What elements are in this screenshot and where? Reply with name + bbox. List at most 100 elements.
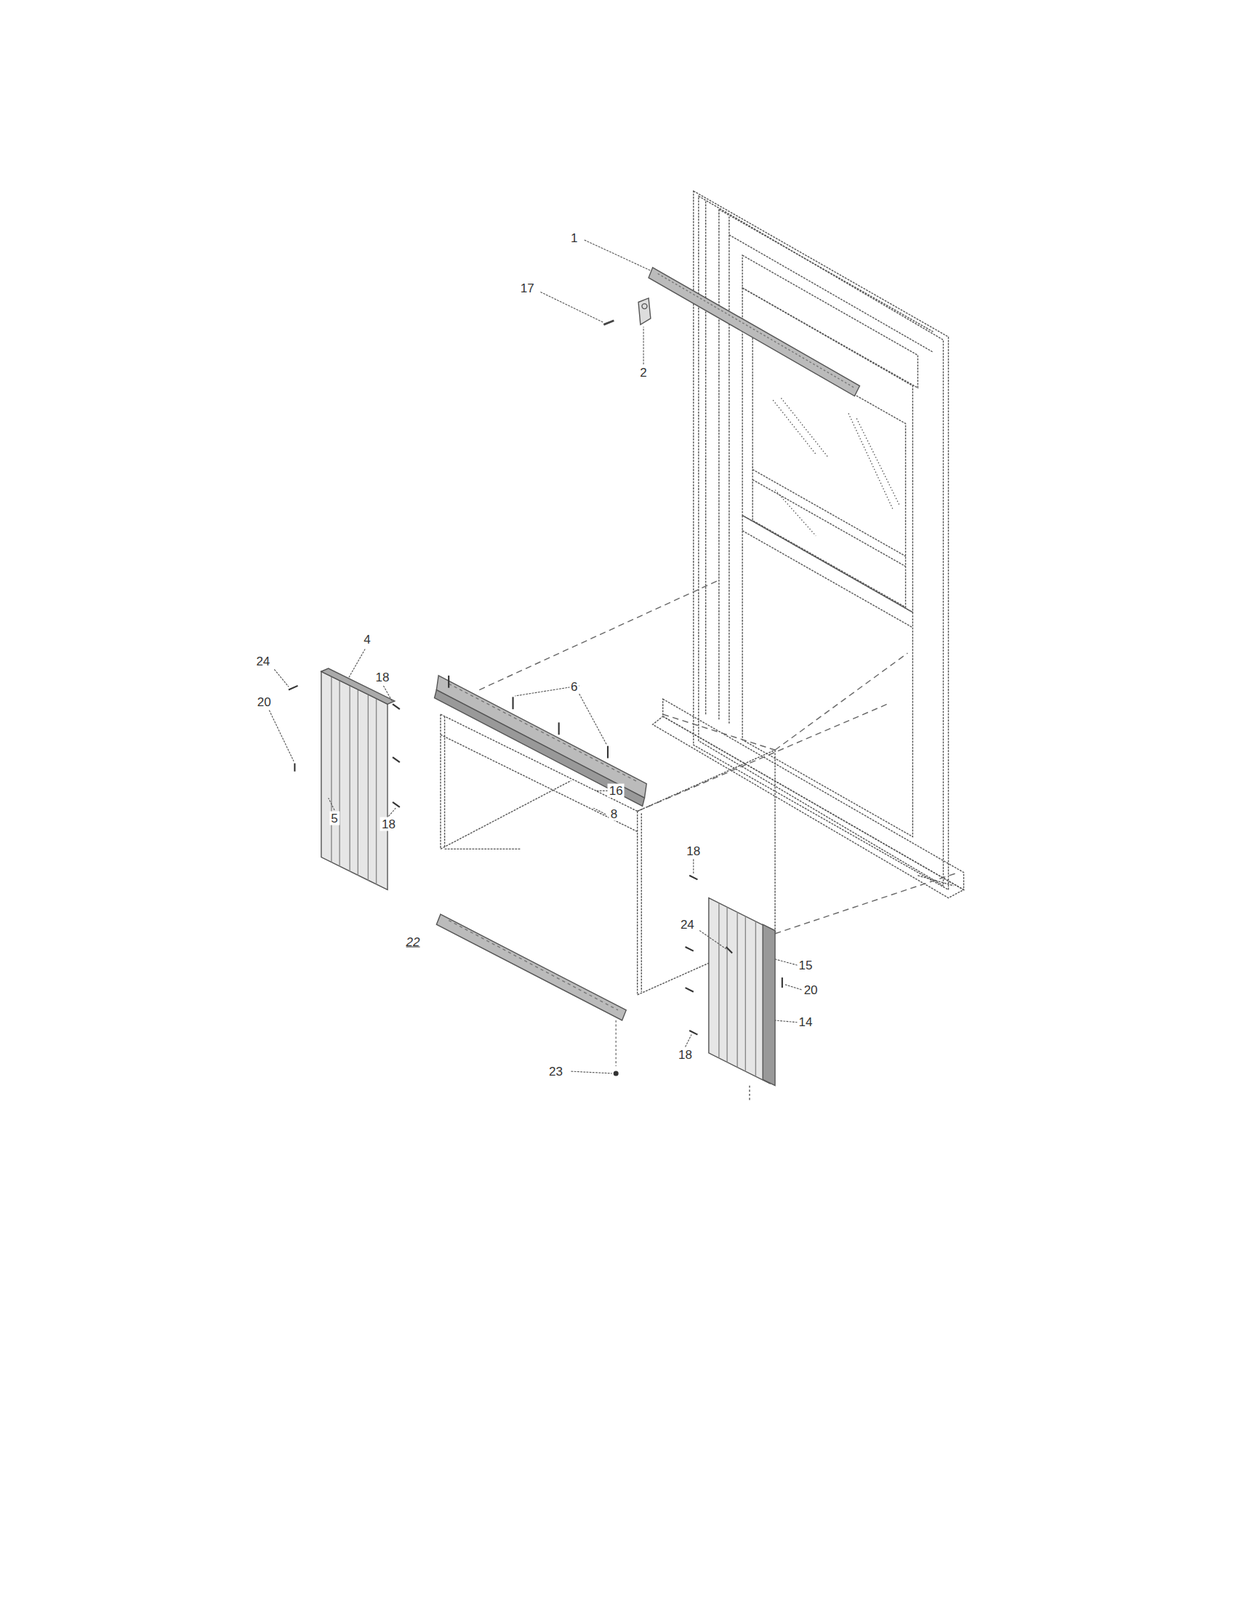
art-stroke xyxy=(755,921,757,1077)
art-stroke xyxy=(584,239,651,271)
top-rail-part xyxy=(603,267,860,397)
art-stroke xyxy=(558,721,560,735)
art-stroke xyxy=(331,676,377,885)
top-rail-6 xyxy=(434,675,648,807)
bottom-rail-22 xyxy=(436,913,626,1076)
callout-number: 20 xyxy=(802,982,820,997)
callout-number: 24 xyxy=(254,653,272,668)
callout-number: 23 xyxy=(547,1063,565,1078)
art-stroke xyxy=(479,579,720,690)
leader-lines xyxy=(269,239,802,1074)
art-stroke xyxy=(663,698,965,890)
callout-number: 15 xyxy=(797,957,815,972)
art-stroke xyxy=(388,807,396,816)
art-stroke xyxy=(448,920,618,1010)
left-side-panel xyxy=(288,668,400,890)
art-stroke xyxy=(436,913,626,1021)
callout-number: 18 xyxy=(380,817,397,832)
callout-number: 2 xyxy=(638,364,648,379)
art-stroke xyxy=(447,675,450,688)
art-stroke xyxy=(603,320,614,325)
art-stroke xyxy=(440,780,572,849)
callout-number: 6 xyxy=(569,679,579,693)
art-stroke xyxy=(615,1020,616,1066)
art-stroke xyxy=(434,689,645,807)
art-stroke xyxy=(742,515,913,837)
art-stroke xyxy=(775,958,798,965)
art-stroke xyxy=(643,326,645,365)
art-stroke xyxy=(762,924,776,1086)
art-stroke xyxy=(636,810,638,994)
art-stroke xyxy=(692,858,694,874)
art-stroke xyxy=(685,1034,692,1047)
art-stroke xyxy=(848,412,894,510)
art-stroke xyxy=(742,530,913,628)
art-stroke xyxy=(511,696,514,709)
art-stroke xyxy=(444,848,521,850)
art-stroke xyxy=(392,703,400,709)
right-side-panel xyxy=(685,875,783,1102)
callout-number: 5 xyxy=(329,810,339,825)
art-stroke xyxy=(288,685,299,690)
art-stroke xyxy=(780,397,829,457)
art-stroke xyxy=(641,812,642,991)
art-stroke xyxy=(607,745,609,759)
art-stroke xyxy=(348,685,350,872)
callout-number: 1 xyxy=(569,230,579,245)
callout-number: 14 xyxy=(797,1014,815,1029)
callout-number: 18 xyxy=(374,670,392,685)
callout-number: 20 xyxy=(255,695,273,709)
art-stroke xyxy=(685,875,783,1035)
art-stroke xyxy=(338,680,340,866)
art-stroke xyxy=(693,191,949,890)
art-stroke xyxy=(652,716,965,898)
art-stroke xyxy=(726,906,728,1062)
art-stroke xyxy=(663,713,776,750)
art-stroke xyxy=(448,683,637,782)
art-stroke xyxy=(593,807,606,814)
art-stroke xyxy=(718,209,720,720)
art-stroke xyxy=(579,693,608,745)
art-stroke xyxy=(392,756,400,762)
art-stroke xyxy=(775,1020,798,1023)
art-stroke xyxy=(321,668,395,704)
callout-number: 4 xyxy=(362,632,372,647)
art-stroke xyxy=(689,875,698,880)
art-stroke xyxy=(383,685,393,702)
art-stroke xyxy=(321,671,388,890)
art-stroke xyxy=(742,255,918,388)
art-stroke xyxy=(785,984,802,990)
art-stroke xyxy=(775,872,959,934)
art-stroke xyxy=(752,469,906,557)
art-stroke xyxy=(698,196,944,886)
art-stroke xyxy=(745,916,746,1071)
art-stroke xyxy=(726,946,733,953)
art-stroke xyxy=(685,987,694,992)
art-stroke xyxy=(448,675,608,759)
art-stroke xyxy=(699,930,726,949)
art-stroke xyxy=(269,710,294,762)
callout-number: 22 xyxy=(404,934,422,949)
art-stroke xyxy=(708,897,770,1084)
art-stroke xyxy=(775,652,908,750)
art-stroke xyxy=(638,298,651,325)
art-stroke xyxy=(685,946,694,951)
art-stroke xyxy=(648,267,860,397)
callout-number: 8 xyxy=(609,807,619,821)
art-stroke xyxy=(752,479,906,567)
art-stroke xyxy=(274,668,289,687)
art-stroke xyxy=(856,418,900,505)
art-stroke xyxy=(293,763,296,772)
art-stroke xyxy=(392,801,400,808)
callout-number: 18 xyxy=(684,843,702,858)
art-stroke xyxy=(748,1085,750,1102)
art-stroke xyxy=(637,749,776,811)
art-stroke xyxy=(728,216,730,725)
art-stroke xyxy=(330,676,332,862)
art-stroke xyxy=(357,689,359,876)
art-stroke xyxy=(444,716,445,848)
art-stroke xyxy=(570,1070,612,1074)
callout-number: 24 xyxy=(679,916,696,931)
